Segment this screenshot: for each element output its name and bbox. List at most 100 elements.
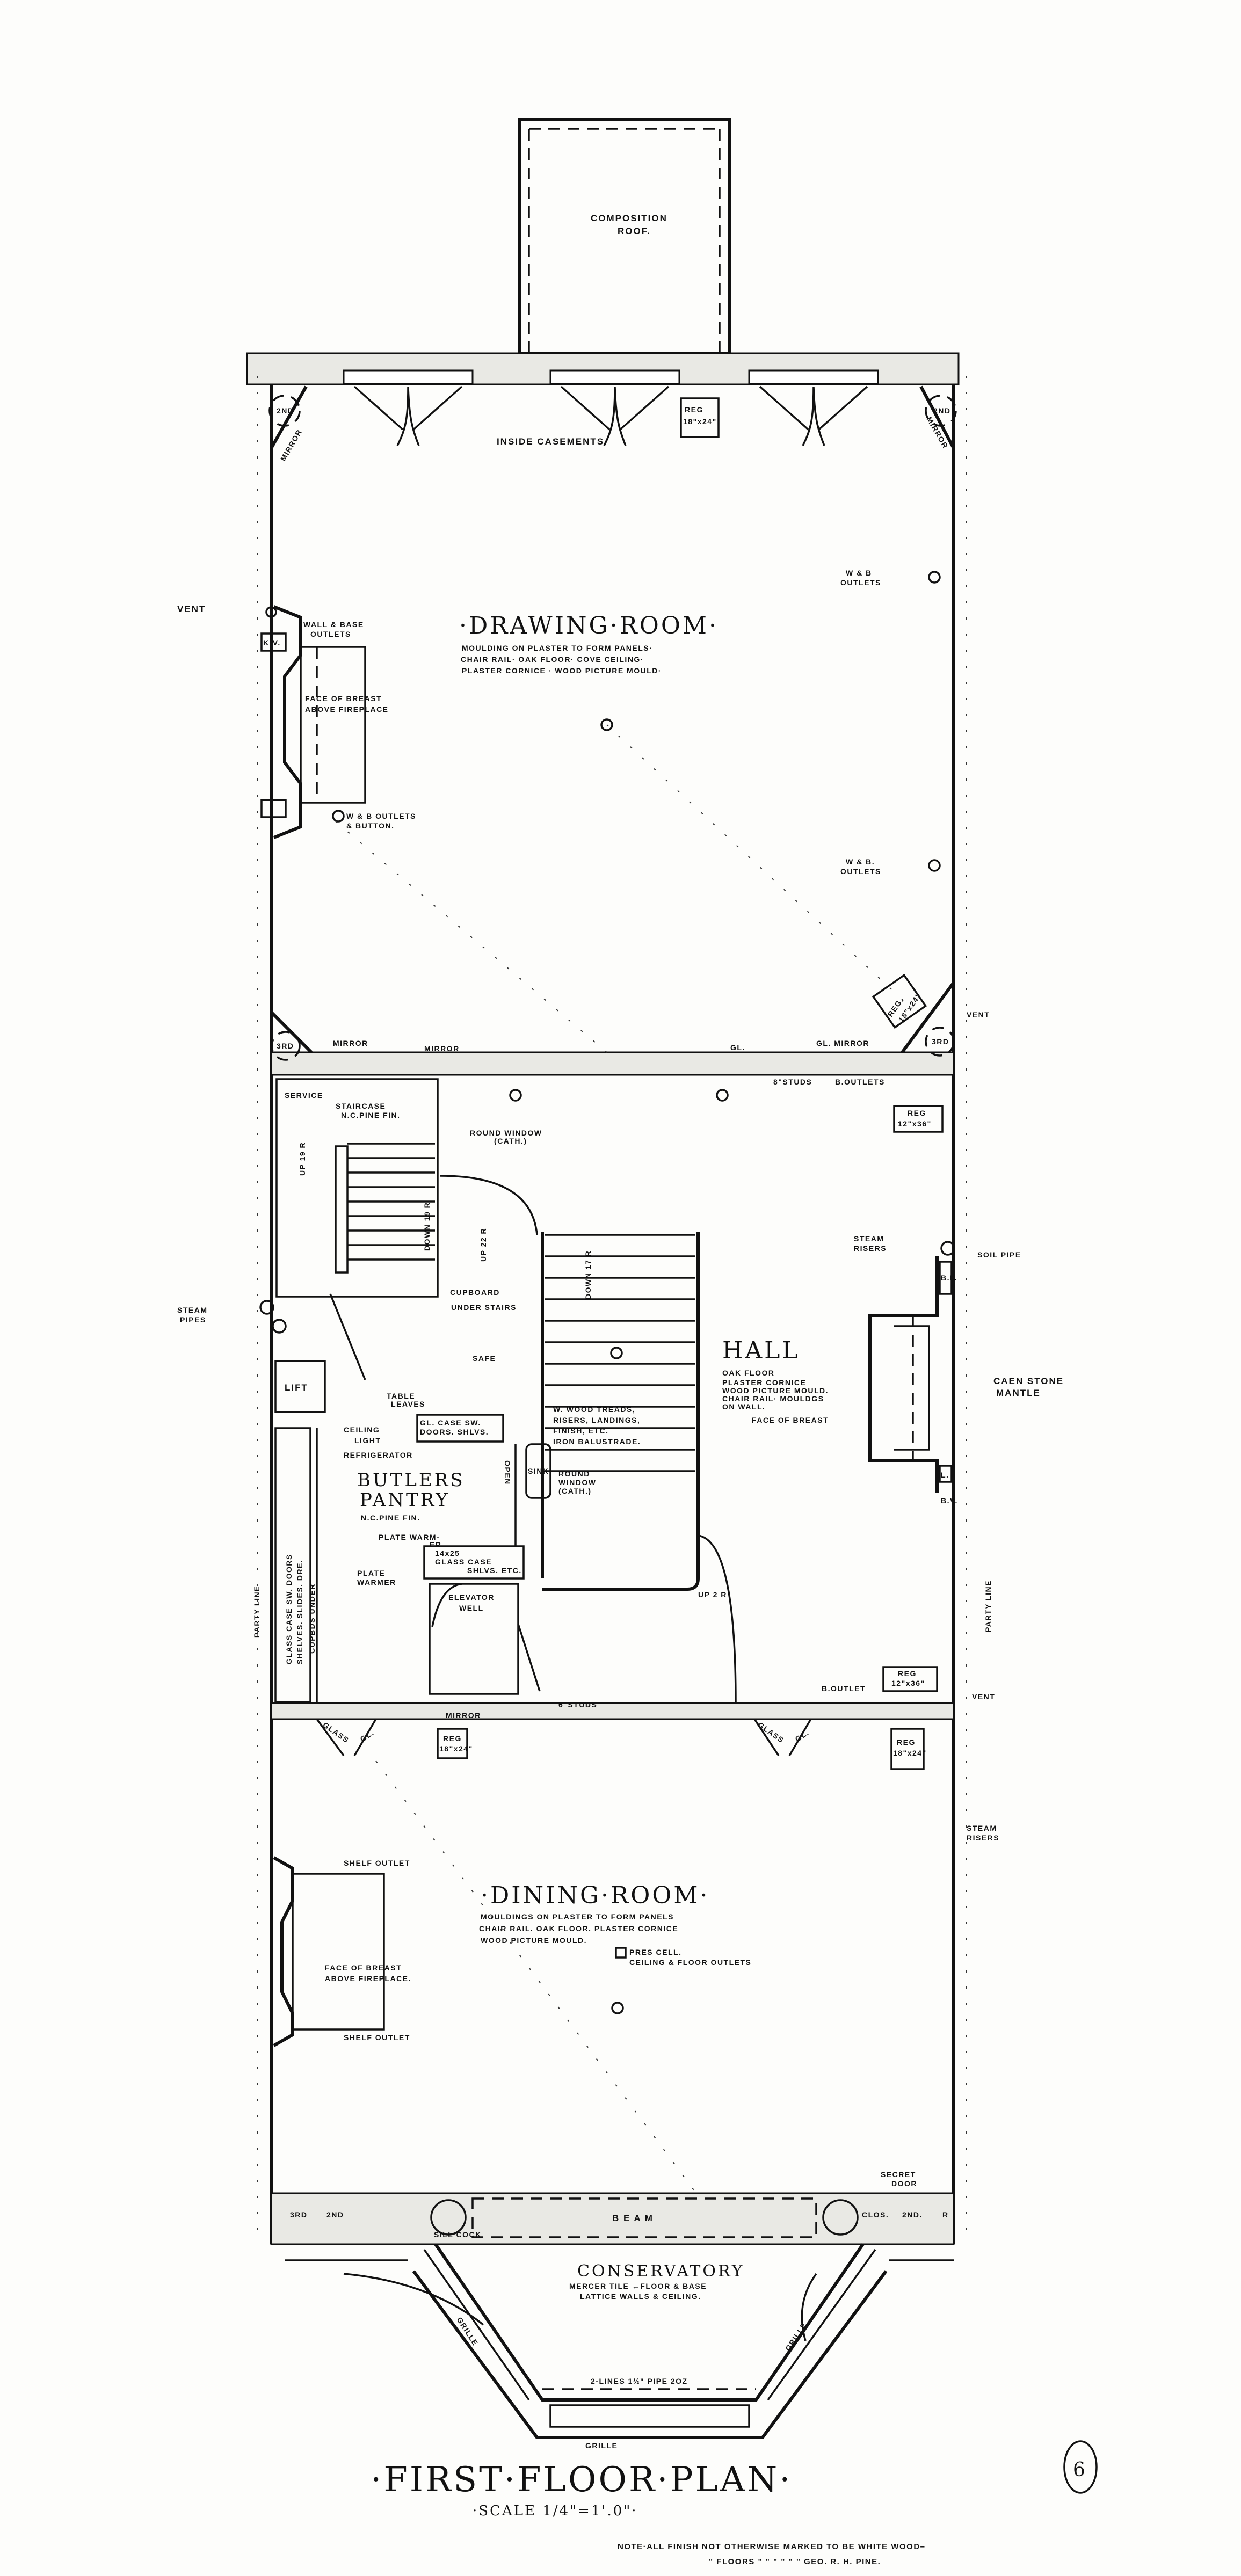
cupboard-label: UNDER STAIRS [451,1303,517,1312]
vent-label: VENT [967,1010,990,1019]
butlers-pantry-title: PANTRY [360,1489,450,1511]
glass-case-label: 14x25 [435,1549,460,1558]
service-staircase-finish: N.C.PINE FIN. [341,1111,401,1119]
plate-warmer-label: WARMER [357,1578,396,1587]
hall-note: CHAIR RAIL· MOULDGS [722,1394,824,1403]
outlets-label: W & B. [846,857,875,866]
ceiling-light-label: LIGHT [354,1436,381,1445]
register-label: REG [443,1734,462,1743]
glass-case-label: GLASS CASE [435,1558,492,1566]
conservatory-bay [285,2243,954,2439]
outlets-label: & BUTTON. [346,821,394,830]
stair-direction-label: DOWN 17 R [584,1250,592,1299]
beam-label: B E A M [612,2213,654,2223]
glass-label: GL. [359,1728,376,1743]
lift-label: LIFT [285,1382,308,1393]
roof-label: ROOF. [618,226,651,236]
hall-note: ON WALL. [722,1402,765,1411]
outlets-label: OUTLETS [840,578,881,587]
register-label: REG [898,1669,917,1678]
breast-label: FACE OF BREAST [305,694,382,703]
drawing-room-title: ·DRAWING·ROOM· [459,612,719,639]
pantry-finish: N.C.PINE FIN. [361,1513,420,1522]
register-label: REG [685,405,703,414]
pipe-label: 2-LINES 1½" PIPE 2OZ [591,2377,688,2385]
mirror-label: MIRROR [279,428,304,463]
elevator-well-label: WELL [459,1604,484,1612]
inside-casements-label: INSIDE CASEMENTS [497,436,604,447]
composition-roof [518,118,731,355]
secret-door-label: DOOR [891,2179,917,2188]
outlets-label: WALL & BASE [303,620,364,629]
stair-finish-note: RISERS, LANDINGS, [553,1416,640,1424]
grille-label: GRILLE [585,2441,618,2450]
drawing-room-note: PLASTER CORNICE · WOOD PICTURE MOULD· [462,666,662,675]
outlets-label: OUTLETS [840,867,881,876]
cupboards-label: CUPBDS UNDER [308,1583,316,1654]
register-size: 18"x24" [439,1744,473,1753]
register-label: REG [908,1109,926,1117]
outlets-label: B.OUTLET [822,1684,866,1693]
flue-label: 3RD [932,1037,949,1046]
outlets-label: W & B [846,569,872,577]
breast-label: ABOVE FIREPLACE [305,705,389,714]
mirror-label: MIRROR [446,1711,481,1720]
bv-label: B.V. [941,1496,958,1505]
mirror-label: MIRROR [424,1044,460,1053]
glass-case-side-label: GLASS CASE SW. DOORS [285,1554,293,1664]
safe-label: SAFE [473,1354,496,1363]
cupboard-label: CUPBOARD [450,1288,500,1297]
glass-case-label: SHLVS. ETC. [467,1566,522,1575]
finish-note: " FLOORS " " " " " " GEO. R. H. PINE. [709,2557,881,2566]
breast-label: FACE OF BREAST [325,1963,402,1972]
stair-finish-note: FINISH, ETC. [553,1427,609,1435]
vent-label: VENT [972,1692,995,1701]
vent-label: VENT [177,604,206,614]
pres-cell-label: CEILING & FLOOR OUTLETS [629,1958,751,1967]
sheet-number-circle [1063,2440,1098,2494]
outlet-symbols [332,571,941,2196]
mirror-label: GL. MIRROR [816,1039,869,1047]
drawing-room-fireplace [260,605,366,839]
steam-risers-label: STEAM [967,1824,997,1832]
register-size: 12"x36" [891,1679,925,1687]
flue-label: 2ND [326,2210,344,2219]
exterior-walls [246,352,967,2245]
flue-label: 2ND [933,406,951,415]
elevator-well-label: ELEVATOR [448,1593,495,1602]
stair-direction-label: UP 19 R [298,1142,307,1176]
hall-fireplace [868,1105,955,1692]
butlers-pantry-title: BUTLERS [357,1469,465,1491]
table-leaves-label: TABLE [387,1392,415,1400]
outlets-label: OUTLETS [310,630,351,638]
pres-cell-label: PRES CELL. [629,1948,681,1956]
drawing-room-note: MOULDING ON PLASTER TO FORM PANELS· [462,644,652,652]
stair-direction-label: UP 2 R [698,1590,727,1599]
sink-label: SINK [528,1467,549,1475]
steam-risers-label: STEAM [854,1234,884,1243]
register-size: 18"x24" [893,1749,927,1757]
studs-label: 8"STUDS [773,1078,812,1086]
breast-label: ABOVE FIREPLACE. [325,1974,411,1983]
flue-label: 3RD [290,2210,308,2219]
stair-direction-label: UP 22 R [479,1228,488,1262]
sill-cock-label: SILL COCK [434,2230,482,2239]
round-window-label: (CATH.) [494,1137,527,1145]
party-line-label: PARTY LINE [984,1580,992,1632]
dining-room-note: CHAIR RAIL. OAK FLOOR. PLASTER CORNICE [479,1924,678,1933]
main-staircase [440,1175,737,1702]
steam-pipes-label: STEAM [177,1306,208,1314]
shelf-outlet-label: SHELF OUTLET [344,2033,410,2042]
plate-warmer-label: ER. [430,1540,445,1549]
drawing-room-note: CHAIR RAIL· OAK FLOOR· COVE CEILING· [461,655,644,664]
service-staircase [259,1078,439,1380]
studs-label: 6"STUDS [558,1700,597,1709]
round-window-label: ROUND [558,1469,590,1478]
sheet-number: 6 [1073,2459,1087,2481]
mantle-label: MANTLE [996,1388,1041,1398]
conservatory-title: CONSERVATORY [577,2262,745,2281]
stair-finish-note: W. WOOD TREADS, [553,1405,635,1414]
glass-label: GLASS [756,1720,786,1744]
